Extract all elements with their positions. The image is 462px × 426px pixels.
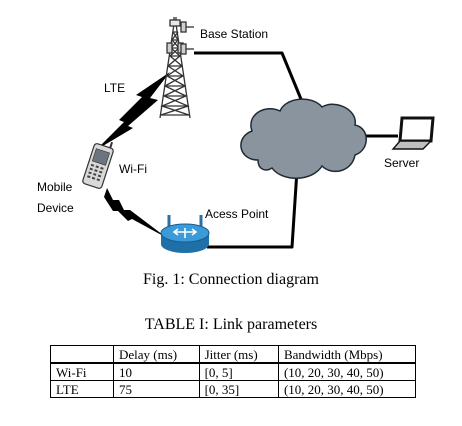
mobile-device-label-line2: Device: [37, 201, 74, 215]
table-cell: LTE: [50, 380, 114, 398]
wifi-label: Wi-Fi: [119, 162, 147, 176]
mobile-device-label-line1: Mobile: [37, 180, 73, 194]
base-station-label: Base Station: [200, 27, 268, 41]
table-cell: (10, 20, 30, 40, 50): [277, 362, 417, 381]
wifi-wireless-link: [104, 188, 167, 238]
connection-lines: [194, 51, 398, 249]
table-cell: Wi-Fi: [50, 362, 114, 381]
table-header-cell: [50, 345, 114, 364]
table-cell: [0, 5]: [198, 362, 279, 381]
table-header-cell: Bandwidth (Mbps): [277, 345, 417, 364]
figure-caption: Fig. 1: Connection diagram: [143, 271, 319, 288]
table-cell: 10: [113, 362, 200, 381]
lte-wireless-link: [96, 72, 170, 150]
table-header-cell: Delay (ms): [113, 345, 200, 364]
table-cell: [0, 35]: [198, 380, 279, 398]
server-label: Server: [384, 156, 419, 170]
table-cell: (10, 20, 30, 40, 50): [277, 380, 417, 398]
laptop-server-icon: [391, 116, 435, 150]
internet-cloud-icon: [240, 98, 367, 179]
mobile-phone-icon: [82, 141, 114, 189]
accesspoint-cloud-link: [207, 169, 299, 249]
basestation-cloud-link: [194, 51, 305, 105]
table-cell: 75: [113, 380, 200, 398]
table-header-cell: Jitter (ms): [198, 345, 279, 364]
connection-diagram: Base Station LTE Wi-Fi Mobile Device Ace…: [37, 17, 435, 253]
table-caption: TABLE I: Link parameters: [144, 316, 318, 333]
link-parameters-table: Delay (ms) Jitter (ms) Bandwidth (Mbps) …: [50, 345, 417, 398]
base-station-tower-icon: [159, 17, 194, 119]
table-header-row: Delay (ms) Jitter (ms) Bandwidth (Mbps): [50, 345, 417, 364]
table-row: LTE 75 [0, 35] (10, 20, 30, 40, 50): [50, 380, 417, 398]
access-point-label: Acess Point: [205, 207, 269, 221]
wifi-router-icon: [160, 215, 210, 253]
table-row: Wi-Fi 10 [0, 5] (10, 20, 30, 40, 50): [50, 362, 417, 381]
lte-label: LTE: [104, 81, 125, 95]
